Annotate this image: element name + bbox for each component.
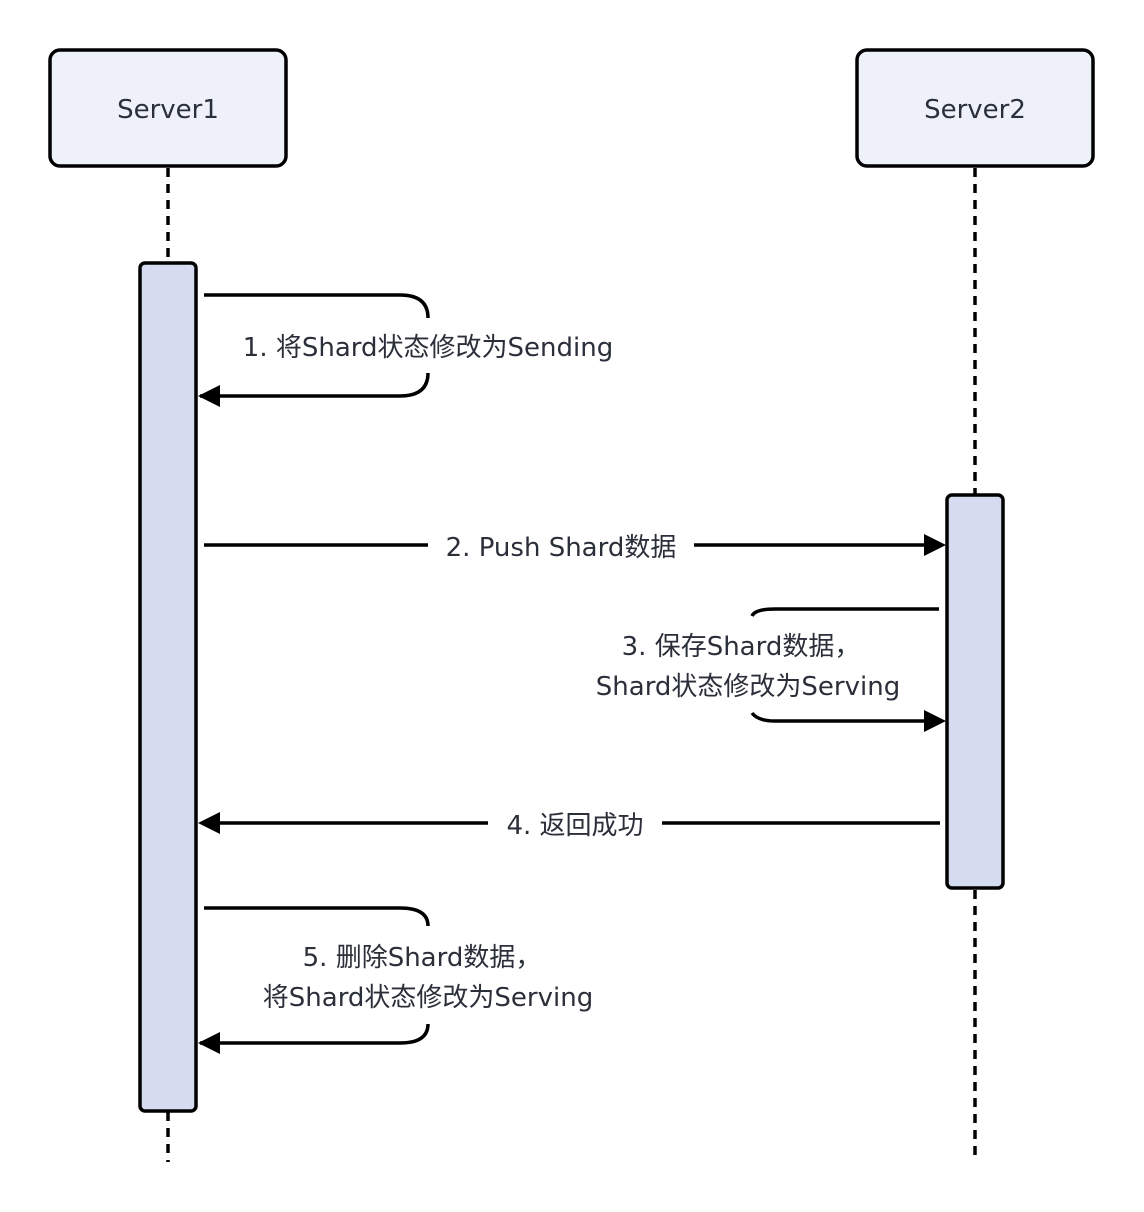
message-1-label: 1. 将Shard状态修改为Sending [243, 333, 613, 363]
message-5-label-line1: 5. 删除Shard数据， [303, 943, 542, 973]
arrowhead-icon [924, 534, 946, 556]
message-1: 1. 将Shard状态修改为Sending [198, 293, 613, 407]
arrowhead-icon [198, 385, 220, 407]
message-4: 4. 返回成功 [198, 811, 940, 841]
message-1-arrow-return [200, 372, 430, 398]
participant-server1: Server1 [48, 48, 288, 168]
message-5: 5. 删除Shard数据， 将Shard状态修改为Serving [198, 906, 593, 1054]
message-3-arrow-return [750, 711, 926, 723]
message-3-arrow [750, 607, 939, 617]
arrowhead-icon [198, 812, 220, 834]
message-1-arrow [204, 293, 430, 319]
message-2: 2. Push Shard数据 [204, 533, 946, 563]
participant-label: Server1 [117, 95, 219, 125]
message-3: 3. 保存Shard数据， Shard状态修改为Serving [596, 607, 946, 732]
message-5-label-line2: 将Shard状态修改为Serving [263, 983, 593, 1013]
message-2-label: 2. Push Shard数据 [446, 533, 677, 563]
participant-server2: Server2 [855, 48, 1095, 168]
message-5-arrow [204, 906, 430, 927]
participant-label: Server2 [924, 95, 1026, 125]
message-5-arrow-return [200, 1023, 430, 1045]
message-3-label-line1: 3. 保存Shard数据， [622, 632, 861, 662]
arrowhead-icon [198, 1032, 220, 1054]
activation-bar-server1 [138, 261, 198, 1113]
arrowhead-icon [924, 710, 946, 732]
activation-bar-server2 [945, 493, 1005, 890]
message-4-label: 4. 返回成功 [506, 811, 643, 841]
message-3-label-line2: Shard状态修改为Serving [596, 672, 900, 702]
